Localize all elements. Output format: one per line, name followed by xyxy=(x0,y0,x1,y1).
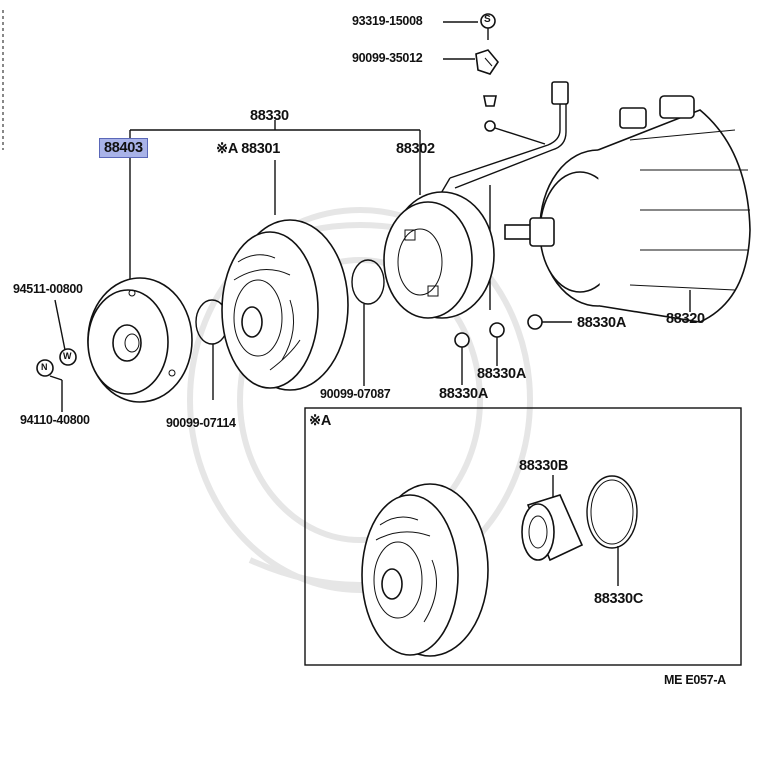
nut-n-94110 xyxy=(36,359,63,412)
label-90099-07087: 90099-07087 xyxy=(320,387,391,401)
label-94110-40800: 94110-40800 xyxy=(20,413,90,427)
label-88330a-mid: 88330A xyxy=(477,366,526,382)
washer-88330a-2 xyxy=(489,322,505,366)
marker-s: S xyxy=(484,14,491,25)
label-88330b: 88330B xyxy=(519,458,568,474)
snap-ring-88330c xyxy=(586,475,638,586)
label-88330c: 88330C xyxy=(594,591,643,607)
label-reference-code: ME E057-A xyxy=(664,673,726,687)
rotor-88301 xyxy=(221,219,349,391)
label-inset-title: ※A xyxy=(309,413,332,429)
bolt-s xyxy=(480,13,496,40)
label-90099-35012: 90099-35012 xyxy=(352,51,423,65)
pulley-88403 xyxy=(87,277,193,403)
wire-harness xyxy=(439,81,569,196)
marker-n: N xyxy=(41,362,48,372)
bearing-88330b xyxy=(521,475,584,562)
bracket-88330 xyxy=(129,120,491,310)
label-88330a-right: 88330A xyxy=(577,315,626,331)
inset-rotor xyxy=(361,483,489,657)
label-88301: ※A 88301 xyxy=(216,141,281,157)
clamp-90099-35012 xyxy=(475,49,499,75)
snap-ring-90099-07087 xyxy=(351,259,385,386)
marker-w: W xyxy=(63,351,72,361)
washer-88330a-3 xyxy=(527,314,572,330)
label-88302: 88302 xyxy=(396,141,435,157)
label-88330: 88330 xyxy=(250,108,289,124)
label-88330a-left: 88330A xyxy=(439,386,488,402)
label-94511-00800: 94511-00800 xyxy=(13,282,83,296)
label-88320: 88320 xyxy=(666,311,705,327)
label-88403-highlighted[interactable]: 88403 xyxy=(99,138,148,158)
label-90099-07114: 90099-07114 xyxy=(166,416,236,430)
field-coil-88302 xyxy=(383,191,495,319)
label-93319-15008: 93319-15008 xyxy=(352,14,423,28)
inset-frame xyxy=(304,407,742,666)
washer-w-94511 xyxy=(54,299,77,366)
compressor-88320 xyxy=(504,95,751,323)
washer-88330a-1 xyxy=(454,332,470,385)
